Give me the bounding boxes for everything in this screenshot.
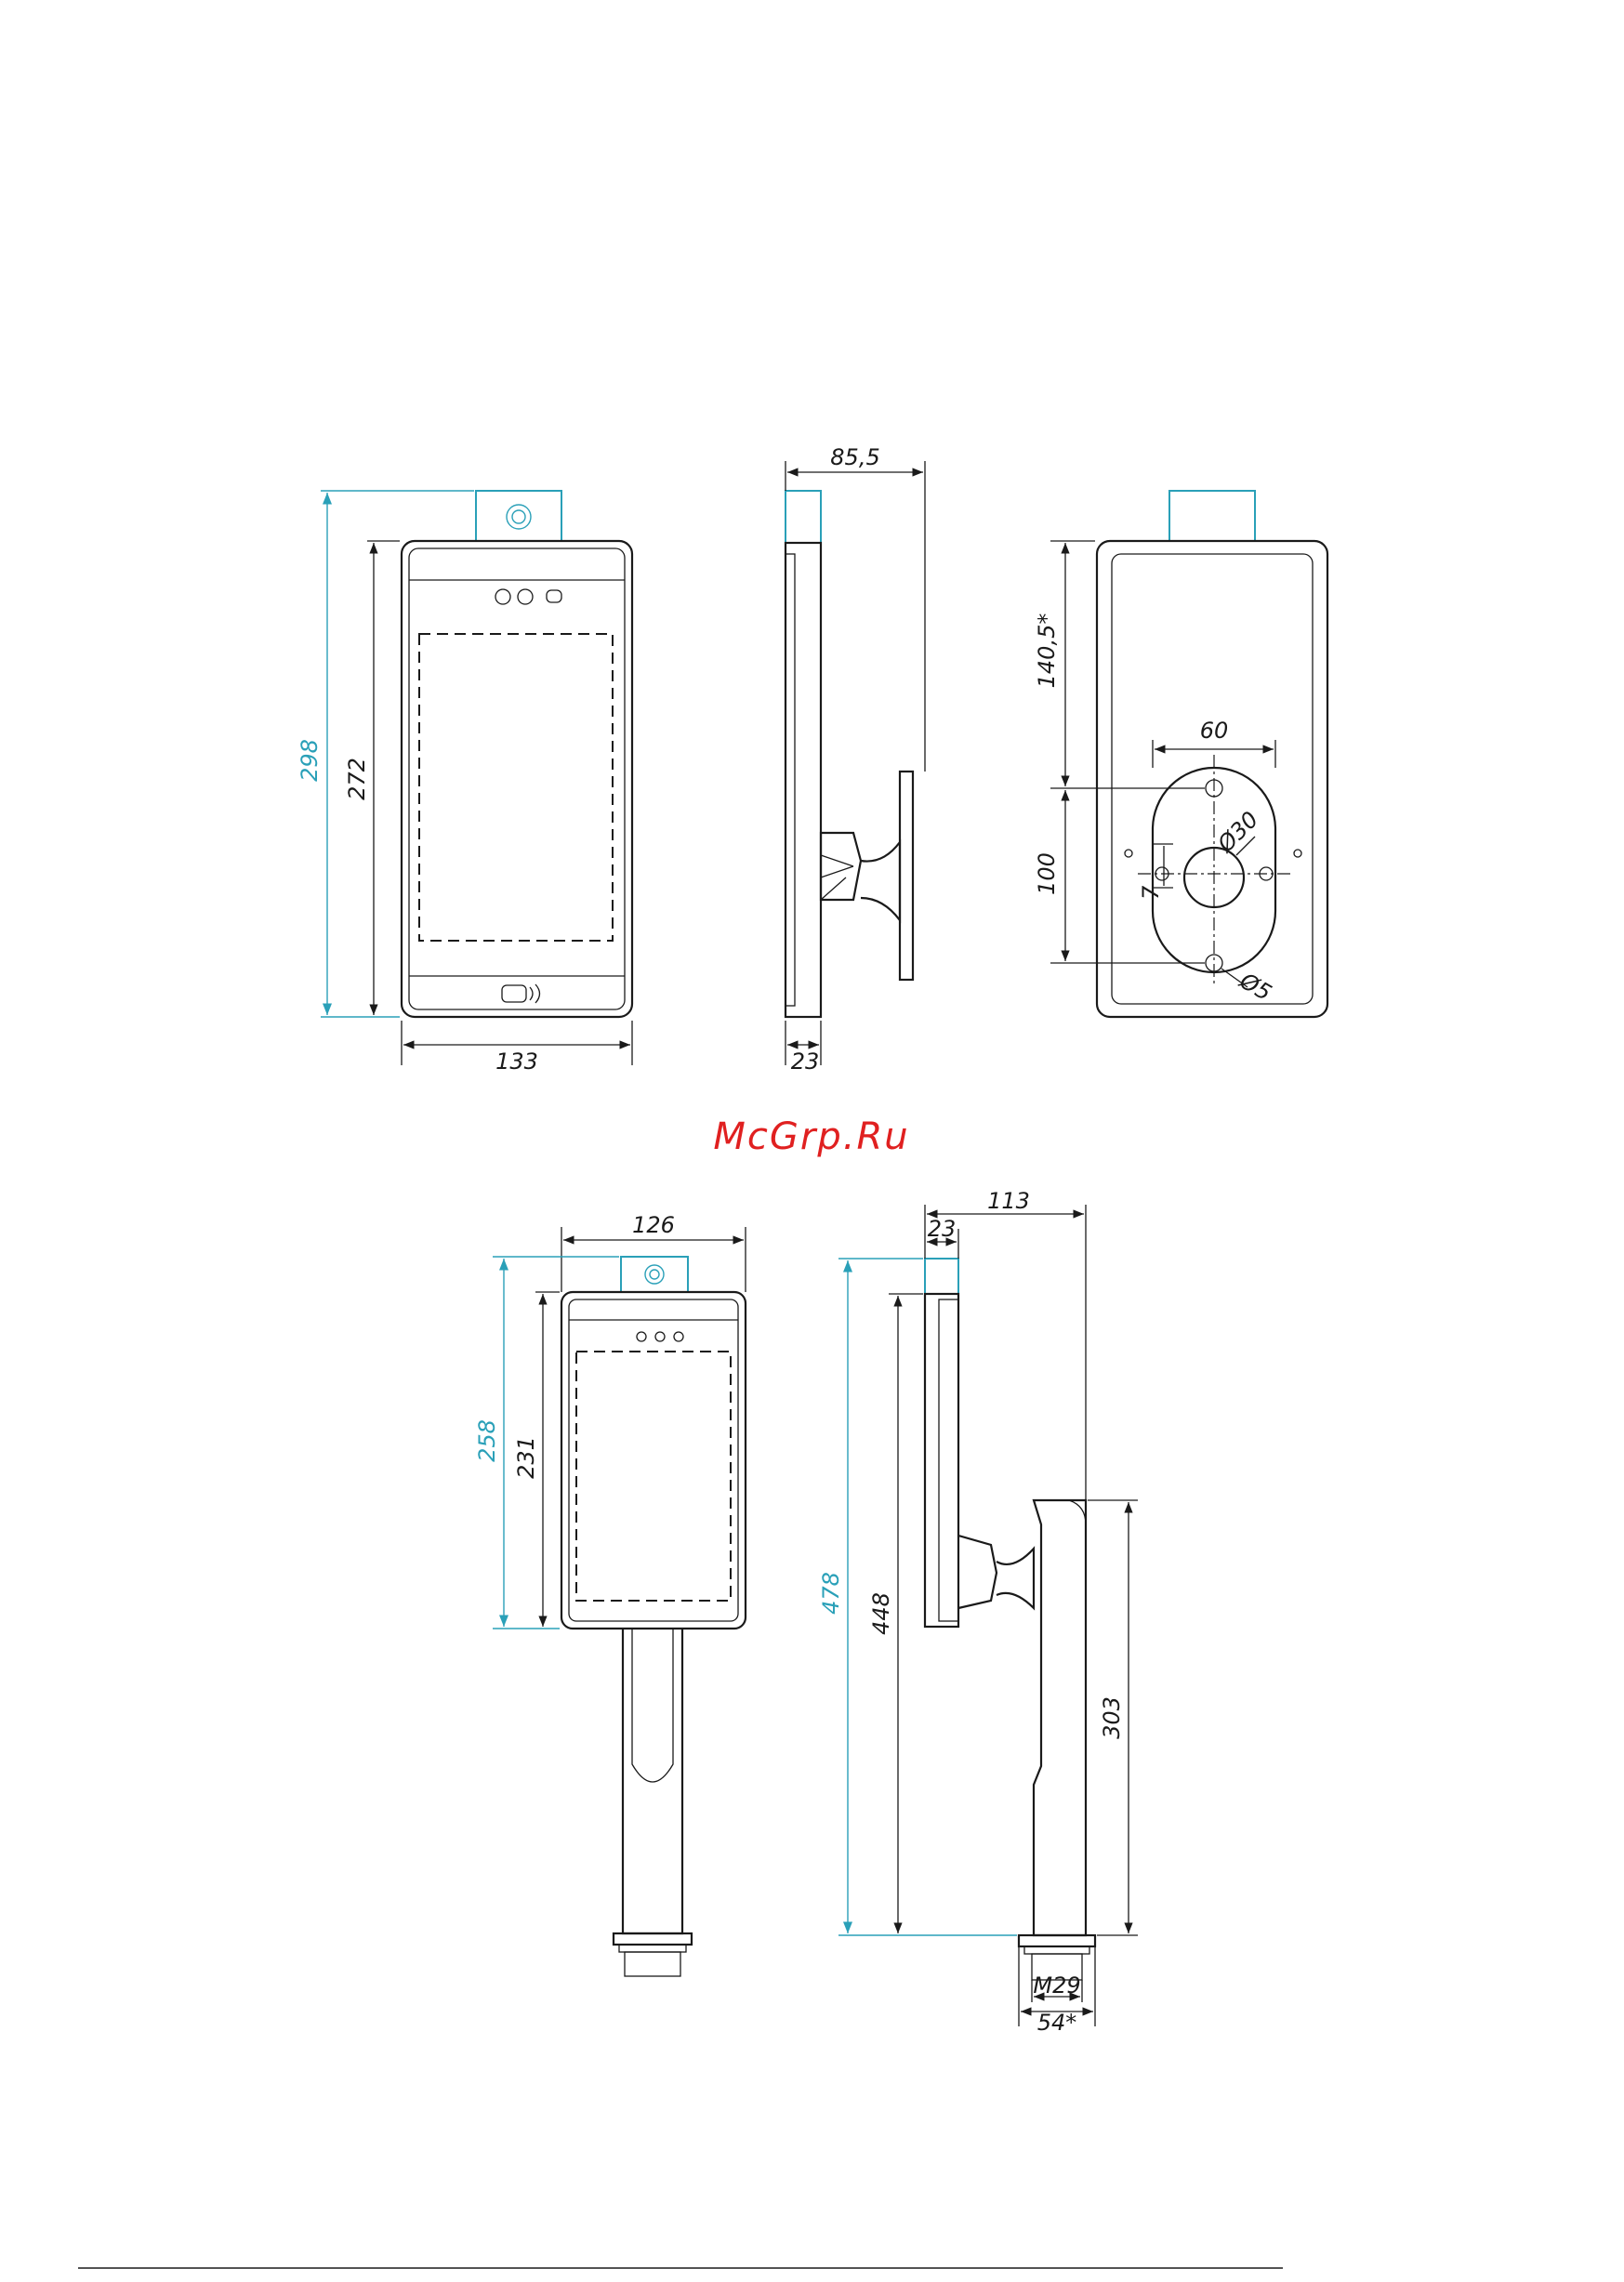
pole-flange	[1019, 1935, 1095, 1946]
bracket-tab	[1169, 491, 1255, 541]
dim-body-height: 272	[344, 758, 370, 800]
dim-thickness: 23	[791, 1049, 820, 1075]
bracket-tab	[925, 1259, 958, 1294]
dim-depth: 113	[987, 1188, 1030, 1214]
dim-thread: M29	[1033, 1972, 1080, 1998]
sensor-icon	[674, 1332, 683, 1341]
sensor-icon	[495, 589, 510, 604]
front-view-top: 298 272 133	[297, 491, 632, 1075]
device-side	[925, 1294, 958, 1627]
nfc-icon	[502, 985, 526, 1002]
dim-width: 133	[495, 1049, 538, 1075]
sensor-icon	[637, 1332, 646, 1341]
screen-area	[576, 1352, 731, 1601]
device-body	[561, 1292, 746, 1629]
thread-stub	[625, 1952, 680, 1976]
dim-slot: 7	[1138, 885, 1164, 900]
dim-upper-offset: 140,5*	[1034, 613, 1060, 689]
side-view-bottom: 113 23 478 448 303 M29 54*	[818, 1188, 1138, 2036]
wall-plate	[900, 772, 913, 980]
dim-depth: 85,5	[830, 444, 879, 470]
pole-side	[1034, 1500, 1086, 1935]
hinge	[958, 1536, 997, 1608]
sensor-icon	[518, 589, 533, 604]
dim-base-width: 54*	[1037, 2010, 1077, 2036]
bracket-tab	[476, 491, 561, 541]
front-view-bottom: 126 258 231	[474, 1212, 746, 1976]
dim-total-height: 478	[818, 1572, 844, 1615]
dim-thickness: 23	[928, 1216, 957, 1242]
dim-body-height: 231	[513, 1436, 539, 1479]
sensor-icon	[655, 1332, 665, 1341]
side-view-top: 85,5 23	[786, 444, 925, 1075]
screen-area	[419, 634, 613, 941]
watermark: McGrp.Ru	[713, 1115, 909, 1158]
dim-body-height: 448	[868, 1592, 894, 1635]
device-back	[1097, 541, 1327, 1017]
device-body	[402, 541, 632, 1017]
device-side	[786, 543, 821, 1017]
dim-screw-hole: Ø5	[1235, 967, 1275, 1006]
dim-total-height: 258	[474, 1419, 500, 1462]
bracket-tab	[621, 1257, 688, 1292]
hinge	[821, 833, 861, 900]
dim-center-hole: Ø30	[1212, 806, 1263, 857]
dim-pole-height: 303	[1099, 1696, 1125, 1739]
dim-hole-spacing: 100	[1034, 852, 1060, 895]
pole-flange	[614, 1933, 692, 1945]
bracket-tab	[786, 491, 821, 543]
sensor-icon	[547, 590, 561, 602]
dim-plate-width: 60	[1200, 718, 1229, 744]
dim-width: 126	[632, 1212, 675, 1238]
dim-total-height: 298	[297, 739, 323, 782]
back-view-top: 140,5* 100 60 Ø30 7 Ø5	[1034, 491, 1327, 1017]
